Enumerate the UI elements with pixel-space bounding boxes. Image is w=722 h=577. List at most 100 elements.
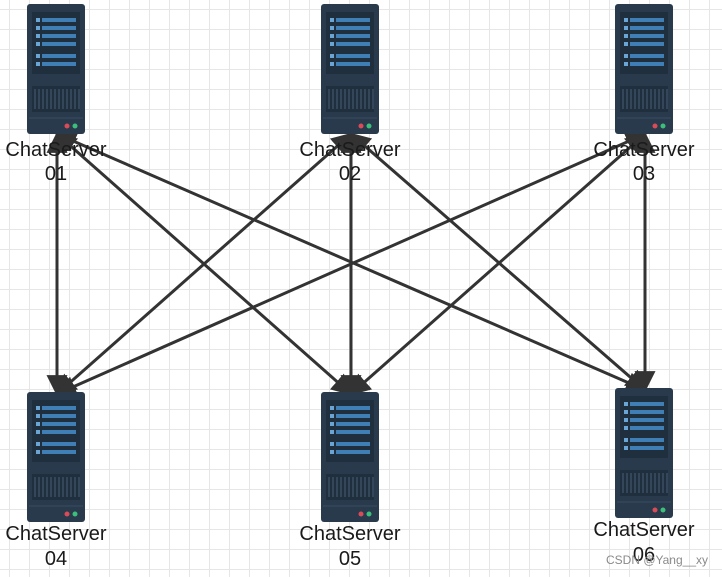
drive-bay [336, 26, 370, 30]
led-red [358, 511, 364, 517]
drive-light [330, 34, 334, 38]
drive-bay [42, 26, 76, 30]
server-vent-panel [326, 86, 374, 112]
drive-bay [630, 34, 664, 38]
drive-bay [336, 422, 370, 426]
drive-bay [336, 62, 370, 66]
drive-bay [336, 42, 370, 46]
drive-bay [630, 26, 664, 30]
drive-bay [42, 430, 76, 434]
server-number: 04 [45, 548, 67, 570]
server-label: ChatServer [5, 523, 106, 545]
drive-bay [630, 438, 664, 442]
drive-light [624, 34, 628, 38]
led-green [660, 123, 666, 129]
drive-bay [630, 418, 664, 422]
server-number: 01 [45, 163, 67, 185]
server-label: ChatServer [299, 139, 400, 161]
drive-light [624, 26, 628, 30]
drive-bay [630, 402, 664, 406]
server-vent-panel [32, 474, 80, 500]
led-green [72, 123, 78, 129]
drive-light [624, 446, 628, 450]
server-icon [27, 392, 85, 522]
drive-light [624, 18, 628, 22]
led-red [358, 123, 364, 129]
drive-bay [630, 54, 664, 58]
server-label: ChatServer [299, 523, 400, 545]
server-vent-panel [620, 86, 668, 112]
drive-light [624, 62, 628, 66]
drive-light [624, 426, 628, 430]
drive-light [36, 42, 40, 46]
drive-bay [336, 54, 370, 58]
server-06: ChatServer 06 [593, 388, 695, 566]
drive-light [36, 34, 40, 38]
drive-light [36, 442, 40, 446]
drive-light [330, 430, 334, 434]
server-label: ChatServer [5, 139, 106, 161]
connection-03-05 [349, 132, 647, 396]
server-label: ChatServer [593, 519, 694, 541]
server-number: 05 [339, 548, 361, 570]
server-04: ChatServer 04 [5, 392, 107, 570]
drive-bay [42, 414, 76, 418]
drive-light [36, 26, 40, 30]
drive-light [330, 18, 334, 22]
drive-light [624, 54, 628, 58]
drive-bay [336, 414, 370, 418]
drive-light [624, 402, 628, 406]
drive-bay [630, 446, 664, 450]
drive-bay [42, 34, 76, 38]
drive-light [330, 406, 334, 410]
server-05: ChatServer 05 [299, 392, 401, 570]
drive-bay [42, 406, 76, 410]
drive-bay [630, 18, 664, 22]
drive-bay [336, 34, 370, 38]
drive-light [36, 406, 40, 410]
drive-light [36, 422, 40, 426]
drive-light [330, 54, 334, 58]
drive-light [330, 422, 334, 426]
server-01: ChatServer 01 [5, 4, 107, 185]
led-green [366, 123, 372, 129]
drive-bay [42, 62, 76, 66]
drive-light [330, 442, 334, 446]
server-icon [321, 4, 379, 134]
drive-bay [630, 42, 664, 46]
drive-bay [42, 18, 76, 22]
server-02: ChatServer 02 [299, 4, 401, 185]
led-red [652, 507, 658, 513]
server-03: ChatServer 03 [593, 4, 695, 185]
drive-bay [630, 62, 664, 66]
drive-light [330, 62, 334, 66]
drive-light [330, 414, 334, 418]
drive-light [624, 418, 628, 422]
drive-bay [336, 430, 370, 434]
server-icon [27, 4, 85, 134]
drive-bay [42, 442, 76, 446]
drive-light [36, 54, 40, 58]
led-green [660, 507, 666, 513]
drive-bay [336, 450, 370, 454]
connections-layer [46, 131, 656, 397]
drive-bay [42, 54, 76, 58]
drive-light [624, 42, 628, 46]
drive-light [36, 18, 40, 22]
led-red [64, 123, 70, 129]
server-label: ChatServer [593, 139, 694, 161]
server-vent-panel [620, 470, 668, 496]
drive-light [36, 414, 40, 418]
server-icon [615, 4, 673, 134]
drive-bay [336, 18, 370, 22]
drive-light [624, 410, 628, 414]
server-number: 03 [633, 163, 655, 185]
drive-bay [336, 442, 370, 446]
server-number: 06 [633, 544, 655, 566]
drive-bay [630, 410, 664, 414]
led-red [652, 123, 658, 129]
drive-light [624, 438, 628, 442]
drive-light [330, 450, 334, 454]
drive-bay [42, 450, 76, 454]
server-number: 02 [339, 163, 361, 185]
